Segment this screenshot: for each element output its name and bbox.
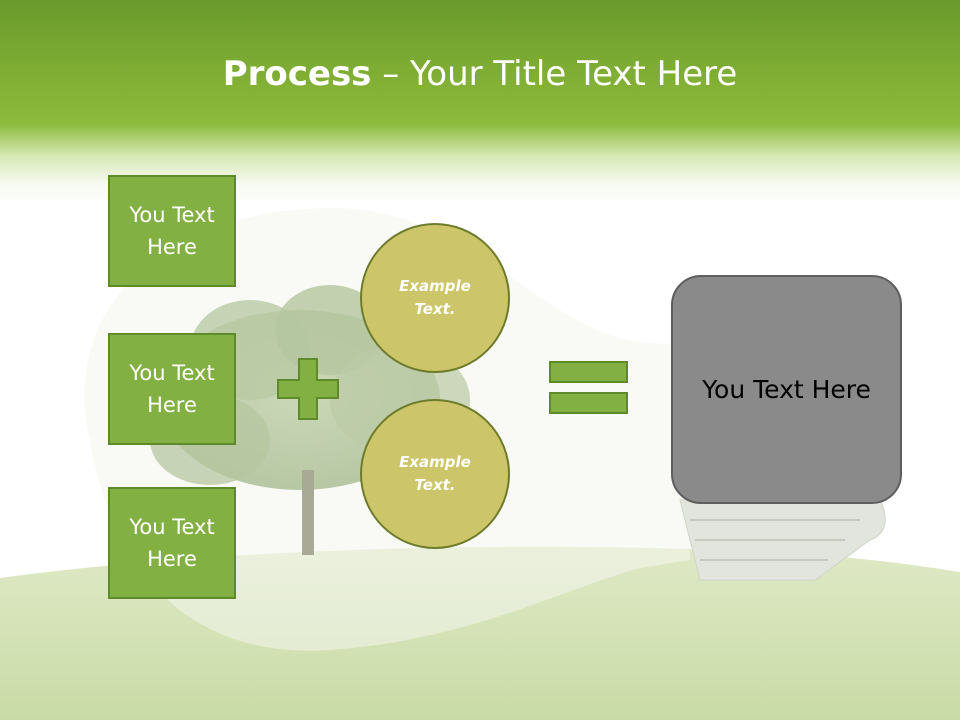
result-box[interactable]: You Text Here bbox=[671, 275, 902, 504]
header-band bbox=[0, 0, 960, 200]
example-circle-1-text: Example Text. bbox=[399, 275, 471, 321]
text-box-1-line1: You Text bbox=[129, 203, 215, 227]
example-circle-2[interactable]: Example Text. bbox=[360, 399, 510, 549]
text-box-1[interactable]: You Text Here bbox=[108, 175, 236, 287]
example-circle-1-line1: Example bbox=[399, 277, 471, 295]
text-box-3[interactable]: You Text Here bbox=[108, 487, 236, 599]
page-title: Process – Your Title Text Here bbox=[0, 52, 960, 96]
example-circle-1-line2: Text. bbox=[414, 300, 456, 318]
text-box-2-text: You Text Here bbox=[129, 357, 214, 421]
example-circle-2-line1: Example bbox=[399, 453, 471, 471]
result-box-label: You Text Here bbox=[702, 375, 871, 404]
text-box-1-line2: Here bbox=[147, 235, 197, 259]
text-box-2-line2: Here bbox=[147, 393, 197, 417]
text-box-3-text: You Text Here bbox=[129, 511, 214, 575]
equals-icon bbox=[549, 361, 628, 414]
example-circle-1[interactable]: Example Text. bbox=[360, 223, 510, 373]
title-rest: – Your Title Text Here bbox=[371, 54, 738, 94]
text-box-2[interactable]: You Text Here bbox=[108, 333, 236, 445]
example-circle-2-text: Example Text. bbox=[399, 451, 471, 497]
example-circle-2-line2: Text. bbox=[414, 476, 456, 494]
text-box-2-line1: You Text bbox=[129, 361, 215, 385]
plus-icon bbox=[277, 358, 339, 420]
text-box-1-text: You Text Here bbox=[129, 199, 214, 263]
text-box-3-line1: You Text bbox=[129, 515, 215, 539]
title-bold: Process bbox=[222, 54, 372, 94]
text-box-3-line2: Here bbox=[147, 547, 197, 571]
